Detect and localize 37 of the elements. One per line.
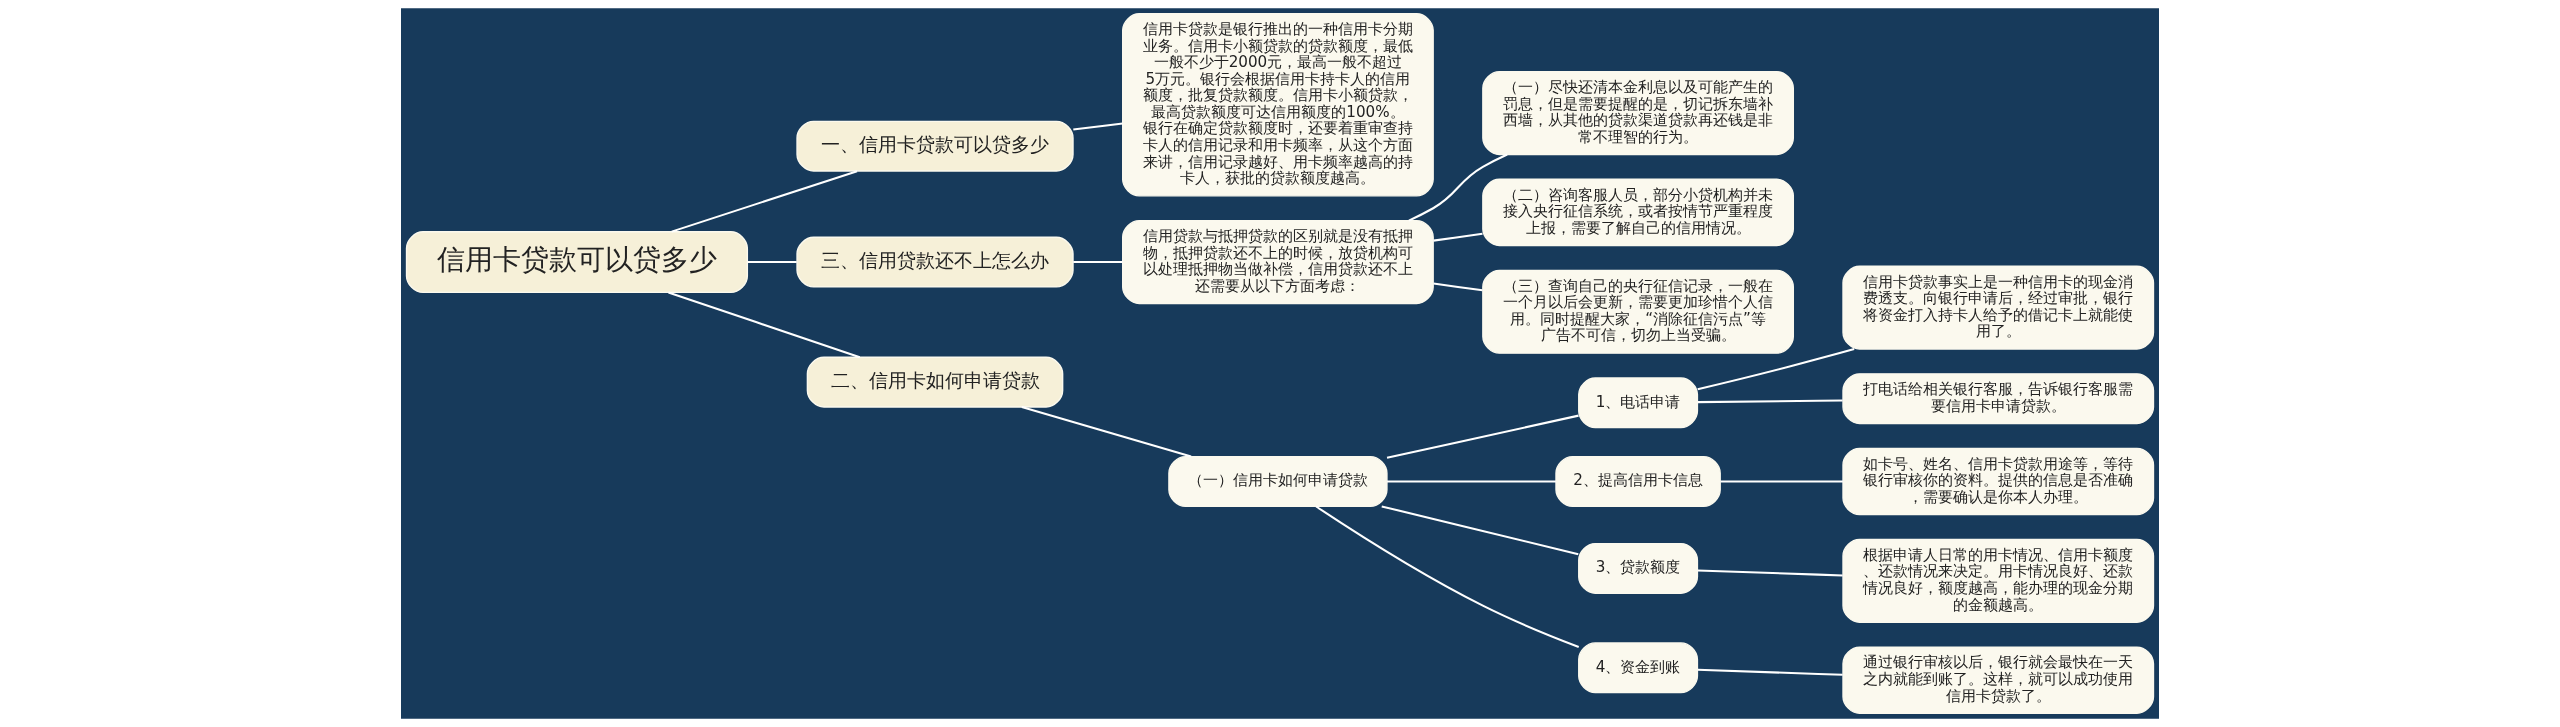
node-box: 4、资金到账 bbox=[1578, 642, 1699, 694]
node-box: 如卡号、姓名、信用卡贷款用途等，等待银行审核你的资料。提供的信息是否准确，需要确认是你本人办理。 bbox=[1842, 447, 2155, 516]
connector bbox=[1433, 282, 1483, 292]
connector bbox=[668, 291, 861, 359]
connector bbox=[1381, 505, 1579, 556]
node-box: 信用卡贷款是银行推出的一种信用卡分期业务。信用卡小额贷款的贷款额度，最低一般不少于2000元，最高一般不超过5万元。银行会根据信用卡持卡人的信用额度，批复贷款额度。信用卡小额贷款，最高贷款额度可达信用额度的100%。银行在确定贷款额度时，还要着重审查持卡人的信用记录和用卡频率，从这个方面来讲，信用记录越好、用卡频率越高的持卡人，获批的贷款额度越高。 bbox=[1122, 13, 1434, 197]
connector bbox=[747, 261, 797, 264]
node-box: （一）信用卡如何申请贷款 bbox=[1168, 455, 1388, 507]
connector bbox=[1408, 153, 1508, 222]
connector bbox=[1697, 569, 1843, 577]
node-box: 通过银行审核以后，银行就会最快在一天之内就能到账了。这样，就可以成功使用信用卡贷款了。 bbox=[1842, 646, 2155, 714]
node-box: 信用贷款与抵押贷款的区别就是没有抵押物，抵押贷款还不上的时候，放贷机构可以处理抵押物当做补偿，信用贷款还不上还需要从以下方面考虑： bbox=[1122, 220, 1434, 305]
connector bbox=[1386, 414, 1579, 459]
node-box: 3、贷款额度 bbox=[1578, 542, 1699, 594]
node-box: 1、电话申请 bbox=[1578, 377, 1699, 429]
connector bbox=[1697, 348, 1855, 391]
connector bbox=[1720, 480, 1843, 483]
connector bbox=[1021, 406, 1192, 458]
node-box: 二、信用卡如何申请贷款 bbox=[806, 356, 1064, 408]
connector bbox=[1315, 505, 1580, 648]
node-box: （三）查询自己的央行征信记录，一般在一个月以后会更新，需要更加珍惜个人信用。同时提醒大家，“消除征信污点”等广告不可信，切勿上当受骗。 bbox=[1482, 269, 1794, 354]
node-box: 根据申请人日常的用卡情况、信用卡额度、还款情况来决定。用卡情况良好、还款情况良好，额度越高，能办理的现金分期的金额越高。 bbox=[1842, 538, 2155, 623]
node-box: 一、信用卡贷款可以贷多少 bbox=[796, 120, 1074, 172]
connector bbox=[671, 170, 858, 233]
node-box: （一）尽快还清本金利息以及可能产生的罚息，但是需要提醒的是，切记拆东墙补西墙，从其他的贷款渠道贷款再还钱是非常不理智的行为。 bbox=[1482, 70, 1794, 156]
node-box: 信用卡贷款事实上是一种信用卡的现金消费透支。向银行申请后，经过审批，银行将资金打入持卡人给予的借记卡上就能使用了。 bbox=[1842, 265, 2155, 350]
connector bbox=[1073, 122, 1123, 131]
node-box: 2、提高信用卡信息 bbox=[1555, 455, 1721, 507]
connector bbox=[1433, 232, 1483, 242]
connector bbox=[1073, 261, 1123, 264]
node-box: 打电话给相关银行客服，告诉银行客服需要信用卡申请贷款。 bbox=[1842, 373, 2155, 425]
node-box: 信用卡贷款可以贷多少 bbox=[405, 231, 749, 294]
connector bbox=[1697, 668, 1843, 676]
connector bbox=[1387, 480, 1556, 483]
node-box: 三、信用贷款还不上怎么办 bbox=[796, 236, 1074, 288]
connector bbox=[1697, 399, 1843, 404]
node-box: （二）咨询客服人员，部分小贷机构并未接入央行征信系统，或者按情节严重程度上报，需要了解自己的信用情况。 bbox=[1482, 178, 1794, 247]
